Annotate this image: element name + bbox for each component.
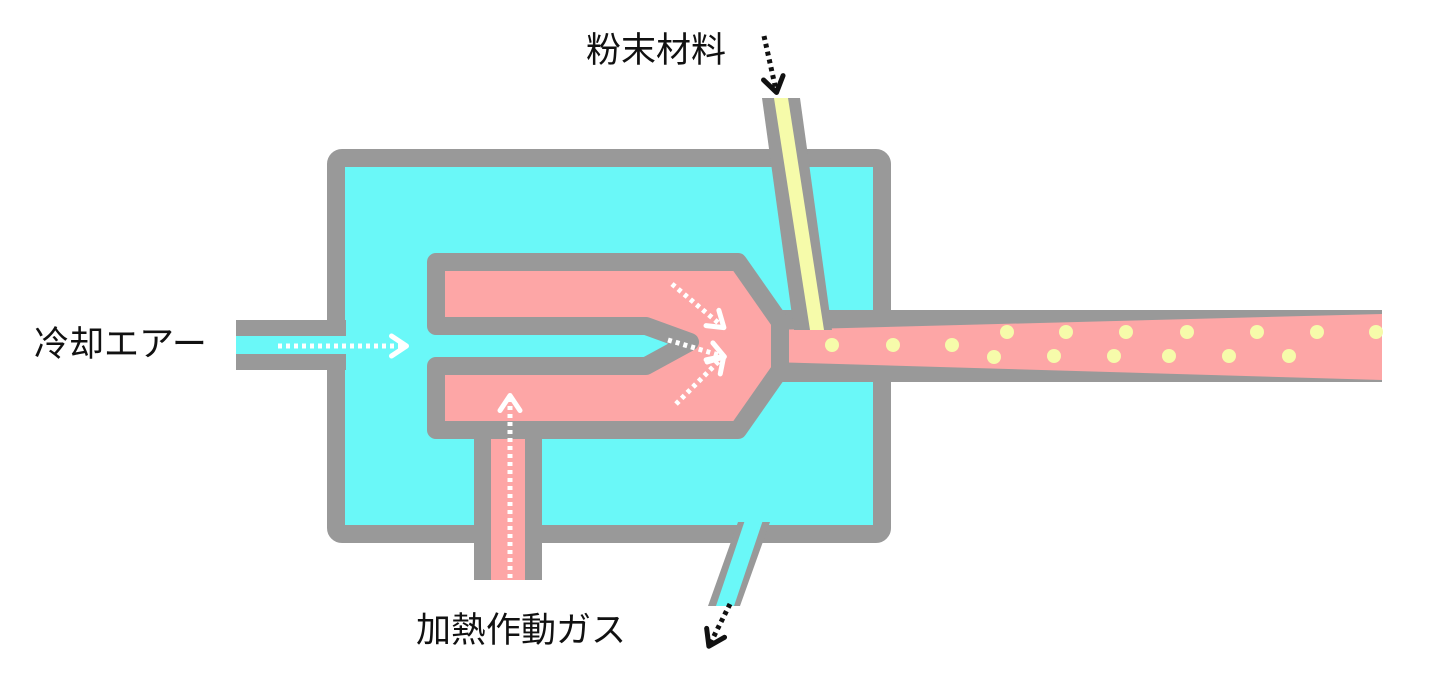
heated-gas-inlet-channel — [491, 418, 525, 580]
gas-flow-arrow-middle — [667, 337, 727, 365]
powder-particle — [1310, 325, 1324, 339]
powder-particle — [987, 350, 1001, 364]
cooling-air-label: 冷却エアー — [34, 325, 207, 365]
cooling-air-inlet-channel — [236, 336, 348, 354]
powder-particle — [1059, 325, 1073, 339]
powder-particle — [1107, 349, 1121, 363]
cooling-air-outlet-channel — [716, 520, 763, 606]
powder-particle — [1222, 349, 1236, 363]
powder-particle — [1047, 349, 1061, 363]
powder-material-label: 粉末材料 — [586, 31, 727, 71]
gas-flow-arrow-upper — [670, 282, 727, 331]
powder-particle — [1000, 325, 1014, 339]
powder-particle — [825, 338, 839, 352]
powder-particles — [825, 325, 1383, 364]
powder-feed-arrow — [761, 35, 786, 95]
gas-flow-arrow-lower — [674, 353, 727, 406]
powder-particle — [1180, 325, 1194, 339]
cooling-air-exhaust-arrow — [704, 602, 733, 649]
powder-feed-channel — [774, 98, 824, 330]
powder-particle — [1162, 349, 1176, 363]
powder-particle — [1369, 325, 1383, 339]
nozzle-barrel-flow — [770, 314, 1382, 380]
powder-particle — [945, 338, 959, 352]
powder-particle — [1282, 349, 1296, 363]
powder-particle — [1119, 325, 1133, 339]
powder-particle — [1250, 325, 1264, 339]
powder-particle — [886, 338, 900, 352]
heated-gas-label: 加熱作動ガス — [416, 611, 627, 651]
